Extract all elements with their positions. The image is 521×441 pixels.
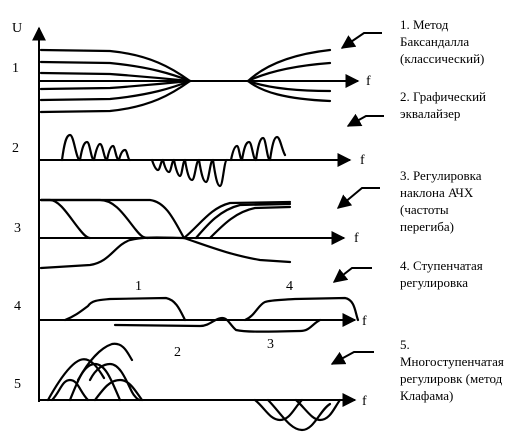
desc-1-line-3: (классический) [400,51,484,66]
row-3-slope: f [39,198,359,270]
step-label-2: 2 [174,345,181,360]
desc-5-line-1: 5. [400,337,410,352]
descriptions: 1. Метод Баксандалла (классический) 2. Г… [400,17,504,403]
axis-f-label-1: f [366,74,371,89]
desc-1-line-2: Баксандалла [400,34,469,49]
desc-3-line-2: наклона АЧХ [400,185,474,200]
axis-f-label-4: f [362,314,367,329]
step-label-4: 4 [286,279,293,294]
row-5-multistep: f [39,342,367,432]
desc-2-line-2: эквалайзер [400,106,460,121]
desc-5-line-4: Клафама) [400,388,453,403]
desc-5-line-2: Многоступенчатая [400,354,504,369]
row-1-baxandall: f [39,48,371,114]
desc-4-line-2: регулировка [400,275,468,290]
desc-4-line-1: 4. Ступенчатая [400,258,483,273]
row-number-3: 3 [14,221,21,236]
pointer-arrows [330,32,384,365]
axis-f-label-2: f [360,153,365,168]
desc-1-line-1: 1. Метод [400,17,449,32]
row-number-5: 5 [14,377,21,392]
row-4-step: f 1 2 3 4 [39,279,367,360]
row-numbers: 1 2 3 4 5 [12,61,21,392]
row-2-graphic-eq: f [39,133,365,188]
row-number-1: 1 [12,61,19,76]
y-axis-label: U [12,21,22,36]
y-axis: U [12,21,46,402]
desc-5-line-3: регулировк (метод [400,371,503,386]
desc-3-line-1: 3. Регулировка [400,168,482,183]
step-label-1: 1 [135,279,142,294]
desc-3-line-4: перегиба) [400,219,454,234]
row-number-4: 4 [14,299,21,314]
desc-3-line-3: (частоты [400,202,449,217]
axis-f-label-5: f [362,394,367,409]
step-label-3: 3 [267,337,274,352]
axis-f-label-3: f [354,231,359,246]
row-number-2: 2 [12,141,19,156]
desc-2-line-1: 2. Графический [400,89,486,104]
